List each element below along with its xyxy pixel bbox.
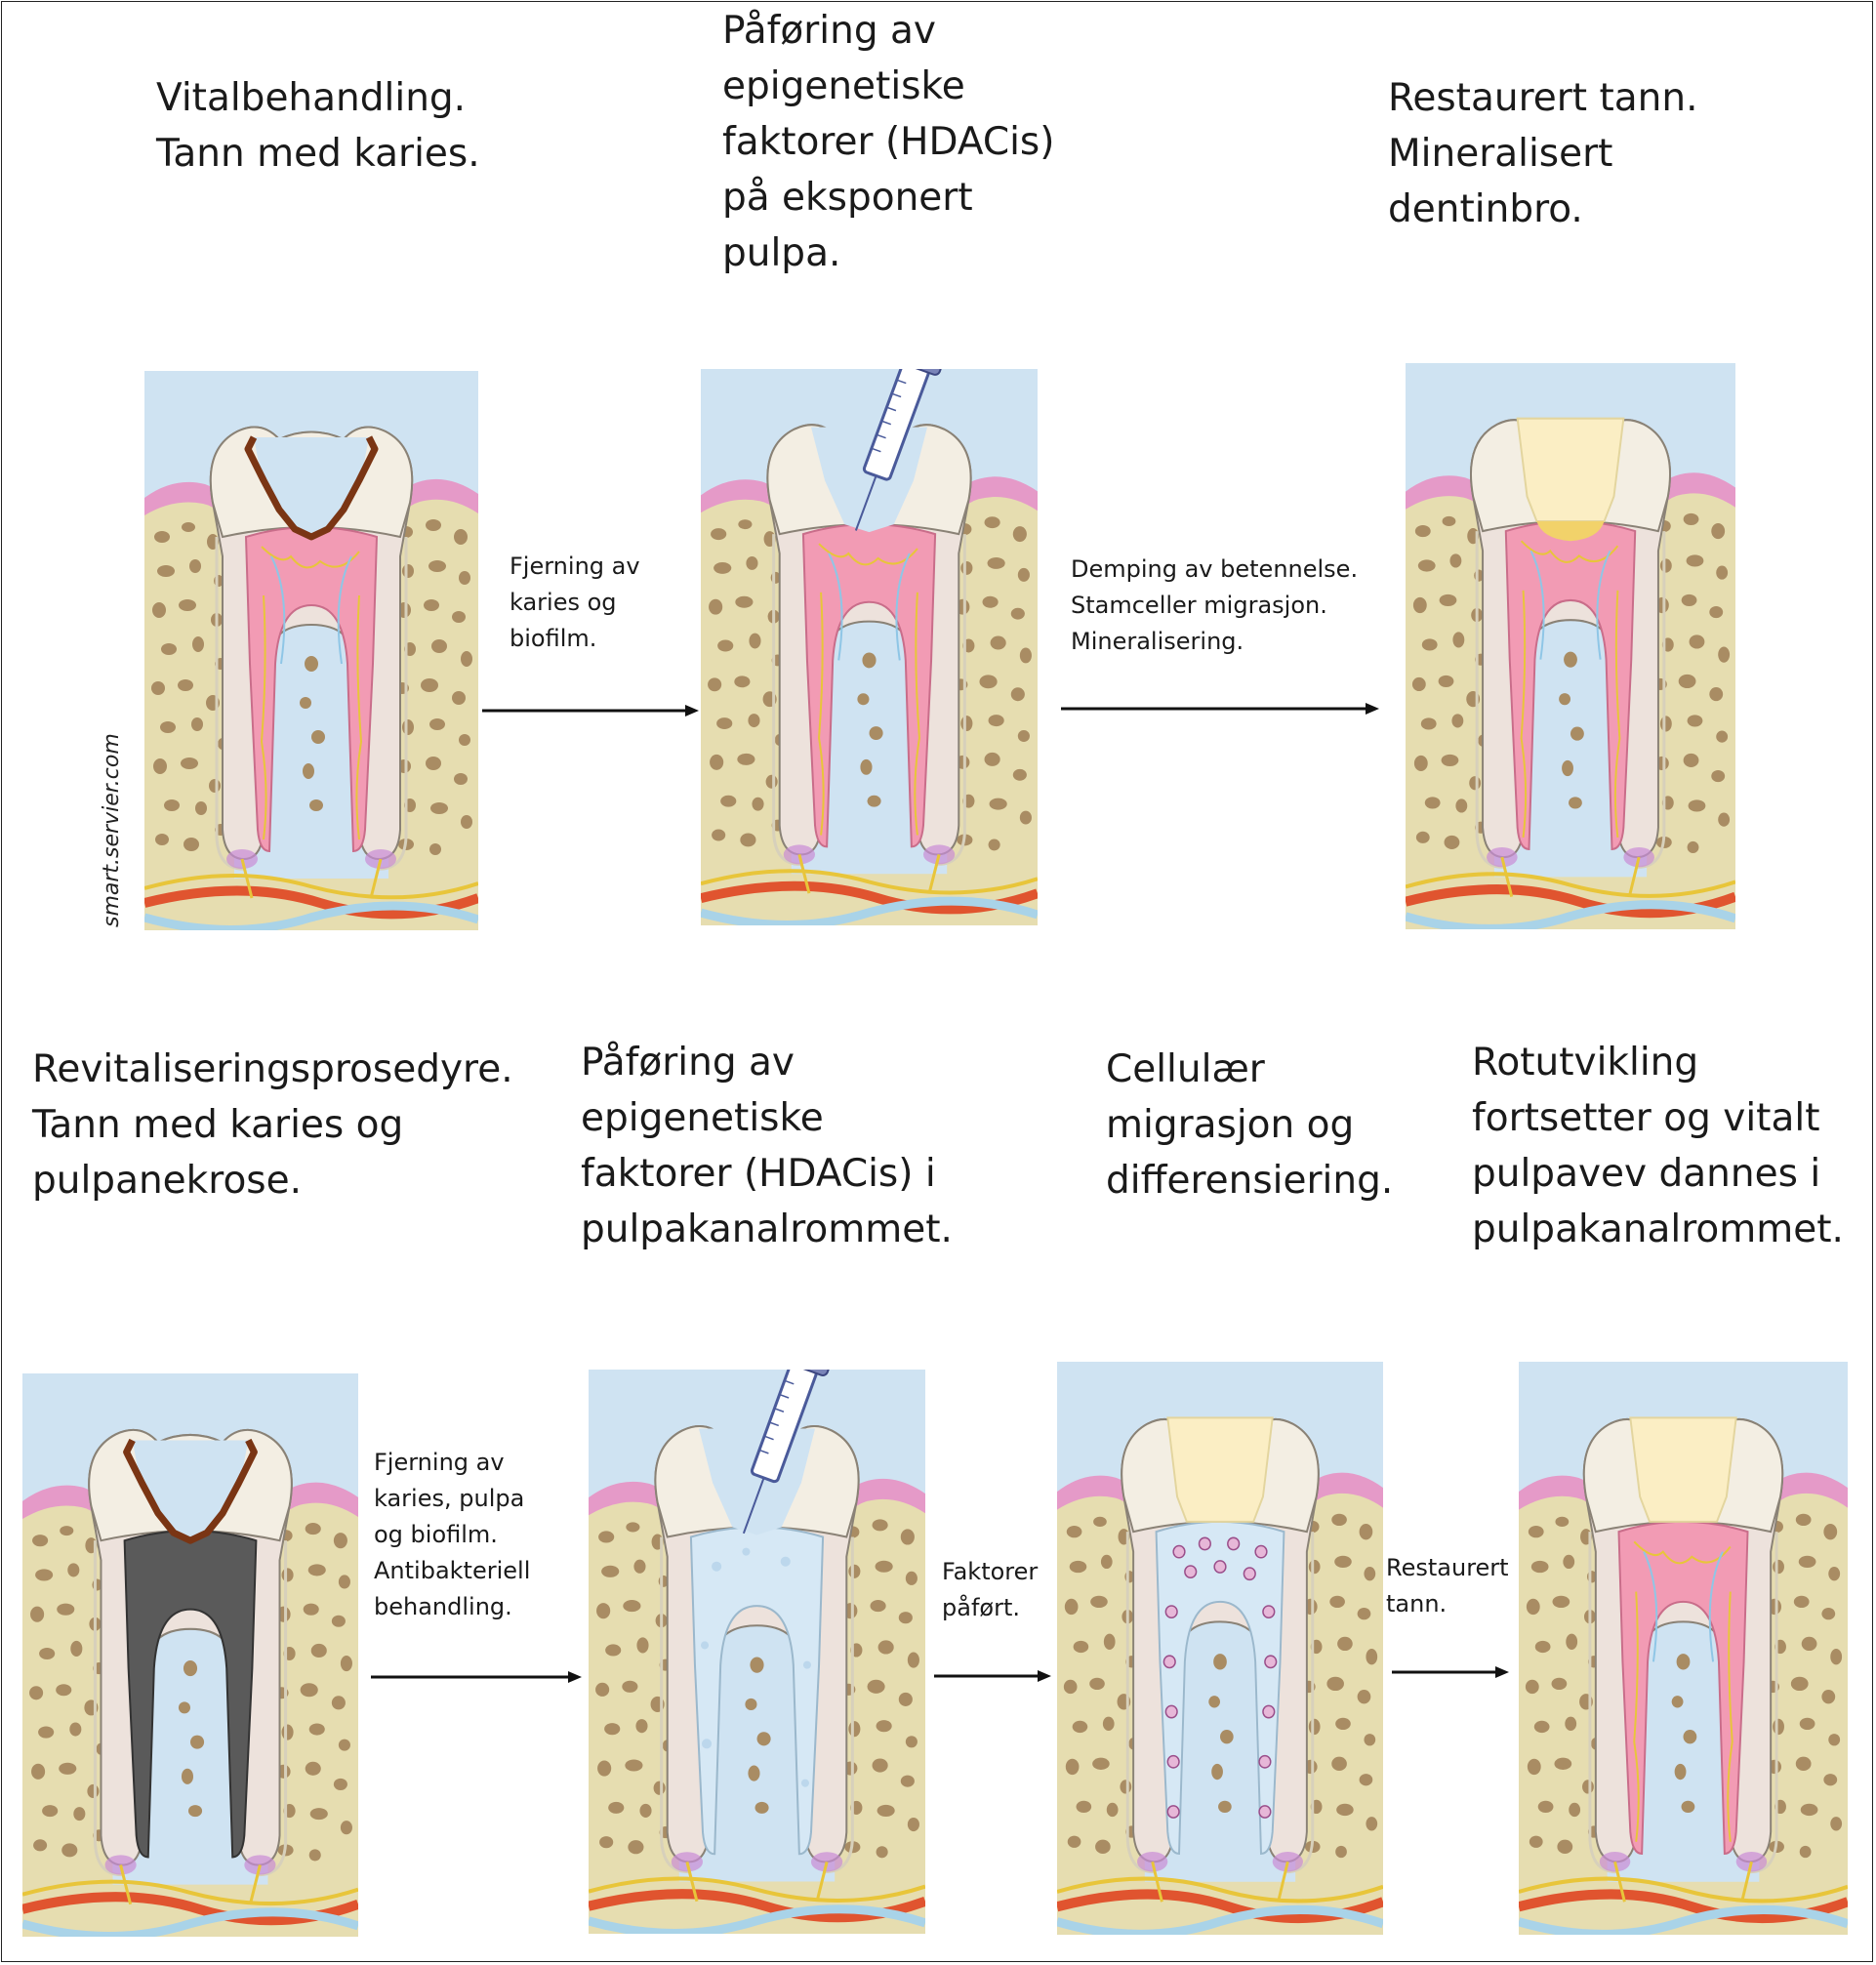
bottom-arrow1	[371, 1669, 582, 1685]
tooth-panel-restored	[1406, 363, 1735, 929]
bottom-step4-title: Rotutvikling fortsetter og vitalt pulpav…	[1472, 1041, 1844, 1251]
credit-text: smart.servier.com	[100, 733, 124, 927]
tooth-panel-hdaci-applied	[701, 369, 1038, 925]
top-step3-title: Restaurert tann. Mineralisert dentinbro.	[1388, 76, 1698, 231]
top-arrow1-label: Fjerning av karies og biofilm.	[510, 553, 640, 652]
top-arrow2	[1061, 701, 1379, 716]
bottom-arrow2-label: Faktorer påført.	[942, 1558, 1039, 1621]
top-step2-title: Påføring av epigenetiske faktorer (HDACi…	[722, 9, 1055, 275]
top-arrow1	[482, 703, 699, 718]
bottom-arrow3	[1392, 1664, 1509, 1680]
bottom-step2-title: Påføring av epigenetiske faktorer (HDACi…	[581, 1041, 953, 1251]
bottom-arrow1-label: Fjerning av karies, pulpa og biofilm. An…	[374, 1449, 531, 1620]
bottom-step3-title: Cellulær migrasjon og differensiering.	[1106, 1047, 1394, 1203]
tooth-panel-cell-migration	[1057, 1362, 1383, 1935]
bottom-arrow2	[934, 1668, 1051, 1684]
bottom-step1-title: Revitaliseringsprosedyre. Tann med karie…	[32, 1047, 513, 1203]
top-arrow2-label: Demping av betennelse. Stamceller migras…	[1071, 555, 1359, 655]
tooth-panel-caries	[144, 371, 478, 930]
tooth-panel-canal-hdaci	[589, 1370, 925, 1934]
tooth-panel-necrosis	[22, 1373, 358, 1937]
tooth-panel-revitalized	[1519, 1362, 1848, 1935]
bottom-arrow3-label: Restaurert tann.	[1386, 1554, 1509, 1617]
top-step1-title: Vitalbehandling. Tann med karies.	[156, 76, 480, 176]
